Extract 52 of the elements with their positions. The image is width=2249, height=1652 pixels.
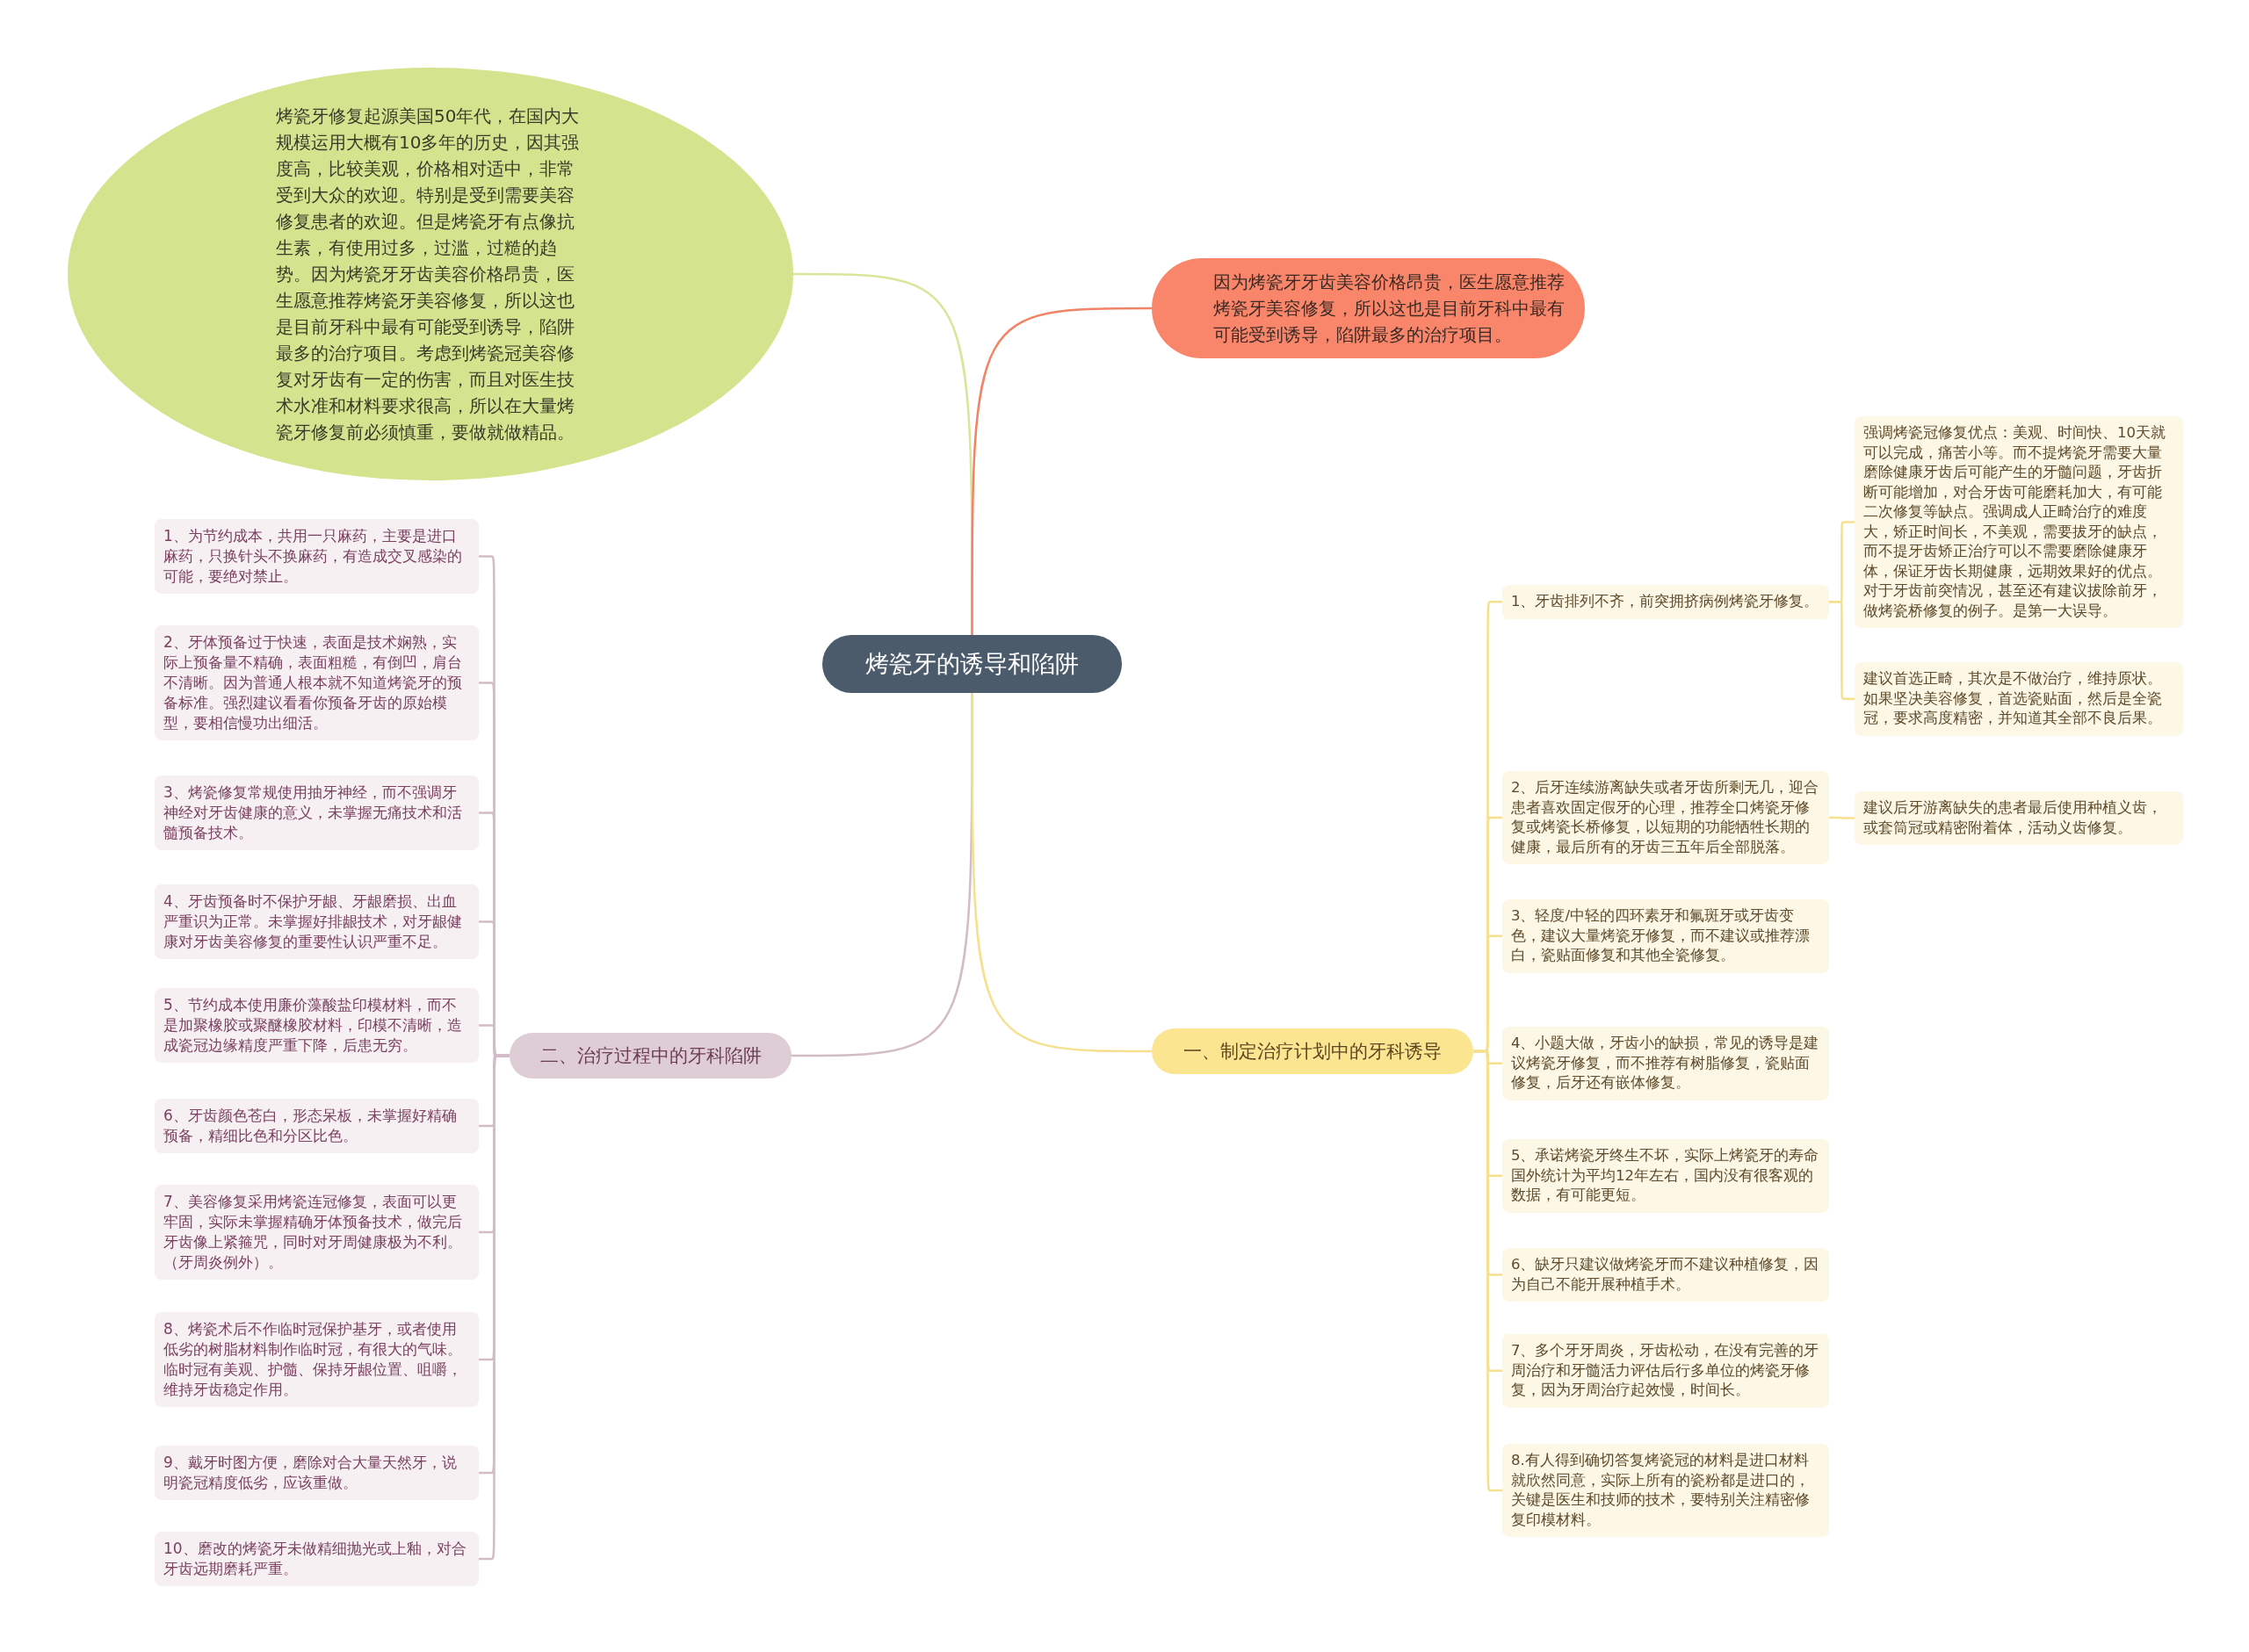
topic-text: 二、治疗过程中的牙科陷阱: [539, 1044, 763, 1068]
note-card: [155, 1099, 479, 1153]
note-card: [155, 519, 479, 594]
note-card: [1502, 1444, 1829, 1537]
topic-text: 5、承诺烤瓷牙终生不坏，实际上烤瓷牙的寿命国外统计为平均12年左右，国内没有很客观的数据，有可能更短。: [1511, 1146, 1820, 1205]
topic-text: 7、美容修复采用烤瓷连冠修复，表面可以更牢固，实际未掌握精确牙体预备技术，做完后牙齿像上紧箍咒，同时对牙周健康极为不利。（牙周炎例外）。: [163, 1192, 463, 1273]
topic-text: 烤瓷牙修复起源美国50年代，在国内大规模运用大概有10多年的历史，因其强度高，比较美观，价格相对适中，非常受到大众的欢迎。特别是受到需要美容修复患者的欢迎。但是烤瓷牙有点像抗生素，有使用过多，过滥，过糙的趋势。因为烤瓷牙牙齿美容价格昂贵，医生愿意推荐烤瓷牙美容修复，所以这也是目前牙科中最有可能受到诱导，陷阱最多的治疗项目。考虑到烤瓷冠美容修复对牙齿有一定的伤害，而且对医生技术水准和材料要求很高，所以在大量烤瓷牙修复前必须慎重，要做就做精品。: [276, 105, 581, 444]
topic-text: 2、牙体预备过于快速，表面是技术娴熟，实际上预备量不精确，表面粗糙，有倒凹，肩台不清晰。因为普通人根本就不知道烤瓷牙的预备标准。强烈建议看看你预备牙齿的原始模型，要相信慢功出细活。: [163, 632, 463, 733]
topic-text: 8.有人得到确切答复烤瓷冠的材料是进口材料就欣然同意，实际上所有的瓷粉都是进口的，关键是医生和技师的技术，要特别关注精密修复印模材料。: [1511, 1451, 1811, 1530]
topic-text: 4、小题大做，牙齿小的缺损，常见的诱导是建议烤瓷牙修复，而不推荐有树脂修复，瓷贴面修复，后牙还有嵌体修复。: [1511, 1034, 1820, 1093]
branch-topic: [510, 1033, 792, 1078]
note-card: [1502, 585, 1829, 619]
topic-text: 9、戴牙时图方便，磨除对合大量天然牙，说明瓷冠精度低劣，应该重做。: [163, 1453, 458, 1493]
note-card: [1502, 1334, 1829, 1408]
note-card: [1502, 899, 1829, 973]
note-card: [1502, 1027, 1829, 1100]
note-card: [1502, 771, 1829, 864]
note-card: [155, 1312, 479, 1407]
topic-text: 6、缺牙只建议做烤瓷牙而不建议种植修复，因为自己不能开展种植手术。: [1511, 1255, 1820, 1295]
note-card: [1502, 1139, 1829, 1213]
topic-text: 8、烤瓷术后不作临时冠保护基牙，或者使用低劣的树脂材料制作临时冠，有很大的气味。临时冠有美观、护髓、保持牙龈位置、咀嚼，维持牙齿稳定作用。: [163, 1319, 463, 1400]
note-card: [1855, 791, 2183, 845]
topic-text: 7、多个牙牙周炎，牙齿松动，在没有完善的牙周治疗和牙髓活力评估后行多单位的烤瓷牙修复，因为牙周治疗起效慢，时间长。: [1511, 1341, 1820, 1400]
connector-line: [971, 693, 1152, 1053]
topic-text: 5、节约成本使用廉价藻酸盐印模材料，而不是加聚橡胶或聚醚橡胶材料，印模不清晰，造成瓷冠边缘精度严重下降，后患无穷。: [163, 995, 463, 1056]
topic-text: 因为烤瓷牙牙齿美容价格昂贵，医生愿意推荐烤瓷牙美容修复，所以这也是目前牙科中最有可能受到诱导，陷阱最多的治疗项目。: [1213, 271, 1566, 347]
note-card: [155, 1446, 479, 1500]
note-card: [155, 625, 479, 740]
topic-text: 2、后牙连续游离缺失或者牙齿所剩无几，迎合患者喜欢固定假牙的心理，推荐全口烤瓷牙修复或烤瓷长桥修复，以短期的功能牺牲长期的健康，最后所有的牙齿三五年后全部脱落。: [1511, 778, 1820, 857]
connector-line: [1829, 601, 1855, 700]
topic-text: 建议后牙游离缺失的患者最后使用种植义齿，或套筒冠或精密附着体，活动义齿修复。: [1863, 798, 2163, 838]
connector-line: [971, 307, 1152, 635]
topic-text: 6、牙齿颜色苍白，形态呆板，未掌握好精确预备，精细比色和分区比色。: [163, 1106, 458, 1146]
note-card: [1502, 1248, 1829, 1302]
topic-text: 烤瓷牙的诱导和陷阱: [864, 649, 1080, 679]
topic-text: 强调烤瓷冠修复优点：美观、时间快、10天就可以完成，痛苦小等。而不提烤瓷牙需要大量磨除健康牙齿后可能产生的牙髓问题，牙齿折断可能增加，对合牙齿可能磨耗加大，有可能二次修复等缺点。强调成人正畸治疗的难度大，矫正时间长，不美观，需要拔牙的缺点，而不提牙齿矫正治疗可以不需要磨除健康牙体，保证牙齿长期健康，远期效果好的优点。对于牙齿前突情况，甚至还有建议拔除前牙，做烤瓷桥修复的例子。是第一大误导。: [1863, 423, 2166, 621]
note-card: [155, 884, 479, 959]
note-card: [155, 1532, 479, 1586]
note-card: [155, 988, 479, 1063]
topic-text: 1、牙齿排列不齐，前突拥挤病例烤瓷牙修复。: [1511, 592, 1820, 611]
note-card: [155, 1185, 479, 1280]
note-card: [1855, 662, 2183, 736]
topic-text: 3、轻度/中轻的四环素牙和氟斑牙或牙齿变色，建议大量烤瓷牙修复，而不建议或推荐漂白，瓷贴面修复和其他全瓷修复。: [1511, 906, 1811, 965]
connector-line: [1829, 816, 1855, 819]
topic-text: 一、制定治疗计划中的牙科诱导: [1182, 1040, 1443, 1064]
topic-text: 10、磨改的烤瓷牙未做精细抛光或上釉，对合牙齿远期磨耗严重。: [163, 1539, 467, 1579]
note-card: [155, 776, 479, 850]
topic-text: 3、烤瓷修复常规使用抽牙神经，而不强调牙神经对牙齿健康的意义，未掌握无痛技术和活髓预备技术。: [163, 783, 463, 843]
topic-text: 建议首选正畸，其次是不做治疗，维持原状。如果坚决美容修复，首选瓷贴面，然后是全瓷冠，要求高度精密，并知道其全部不良后果。: [1863, 669, 2163, 728]
topic-text: 1、为节约成本，共用一只麻药，主要是进口麻药，只换针头不换麻药，有造成交叉感染的可能，要绝对禁止。: [163, 526, 463, 587]
topic-text: 4、牙齿预备时不保护牙龈、牙龈磨损、出血严重识为正常。未掌握好排龈技术，对牙龈健康对牙齿美容修复的重要性认识严重不足。: [163, 891, 463, 952]
branch-topic: [1152, 1028, 1473, 1074]
